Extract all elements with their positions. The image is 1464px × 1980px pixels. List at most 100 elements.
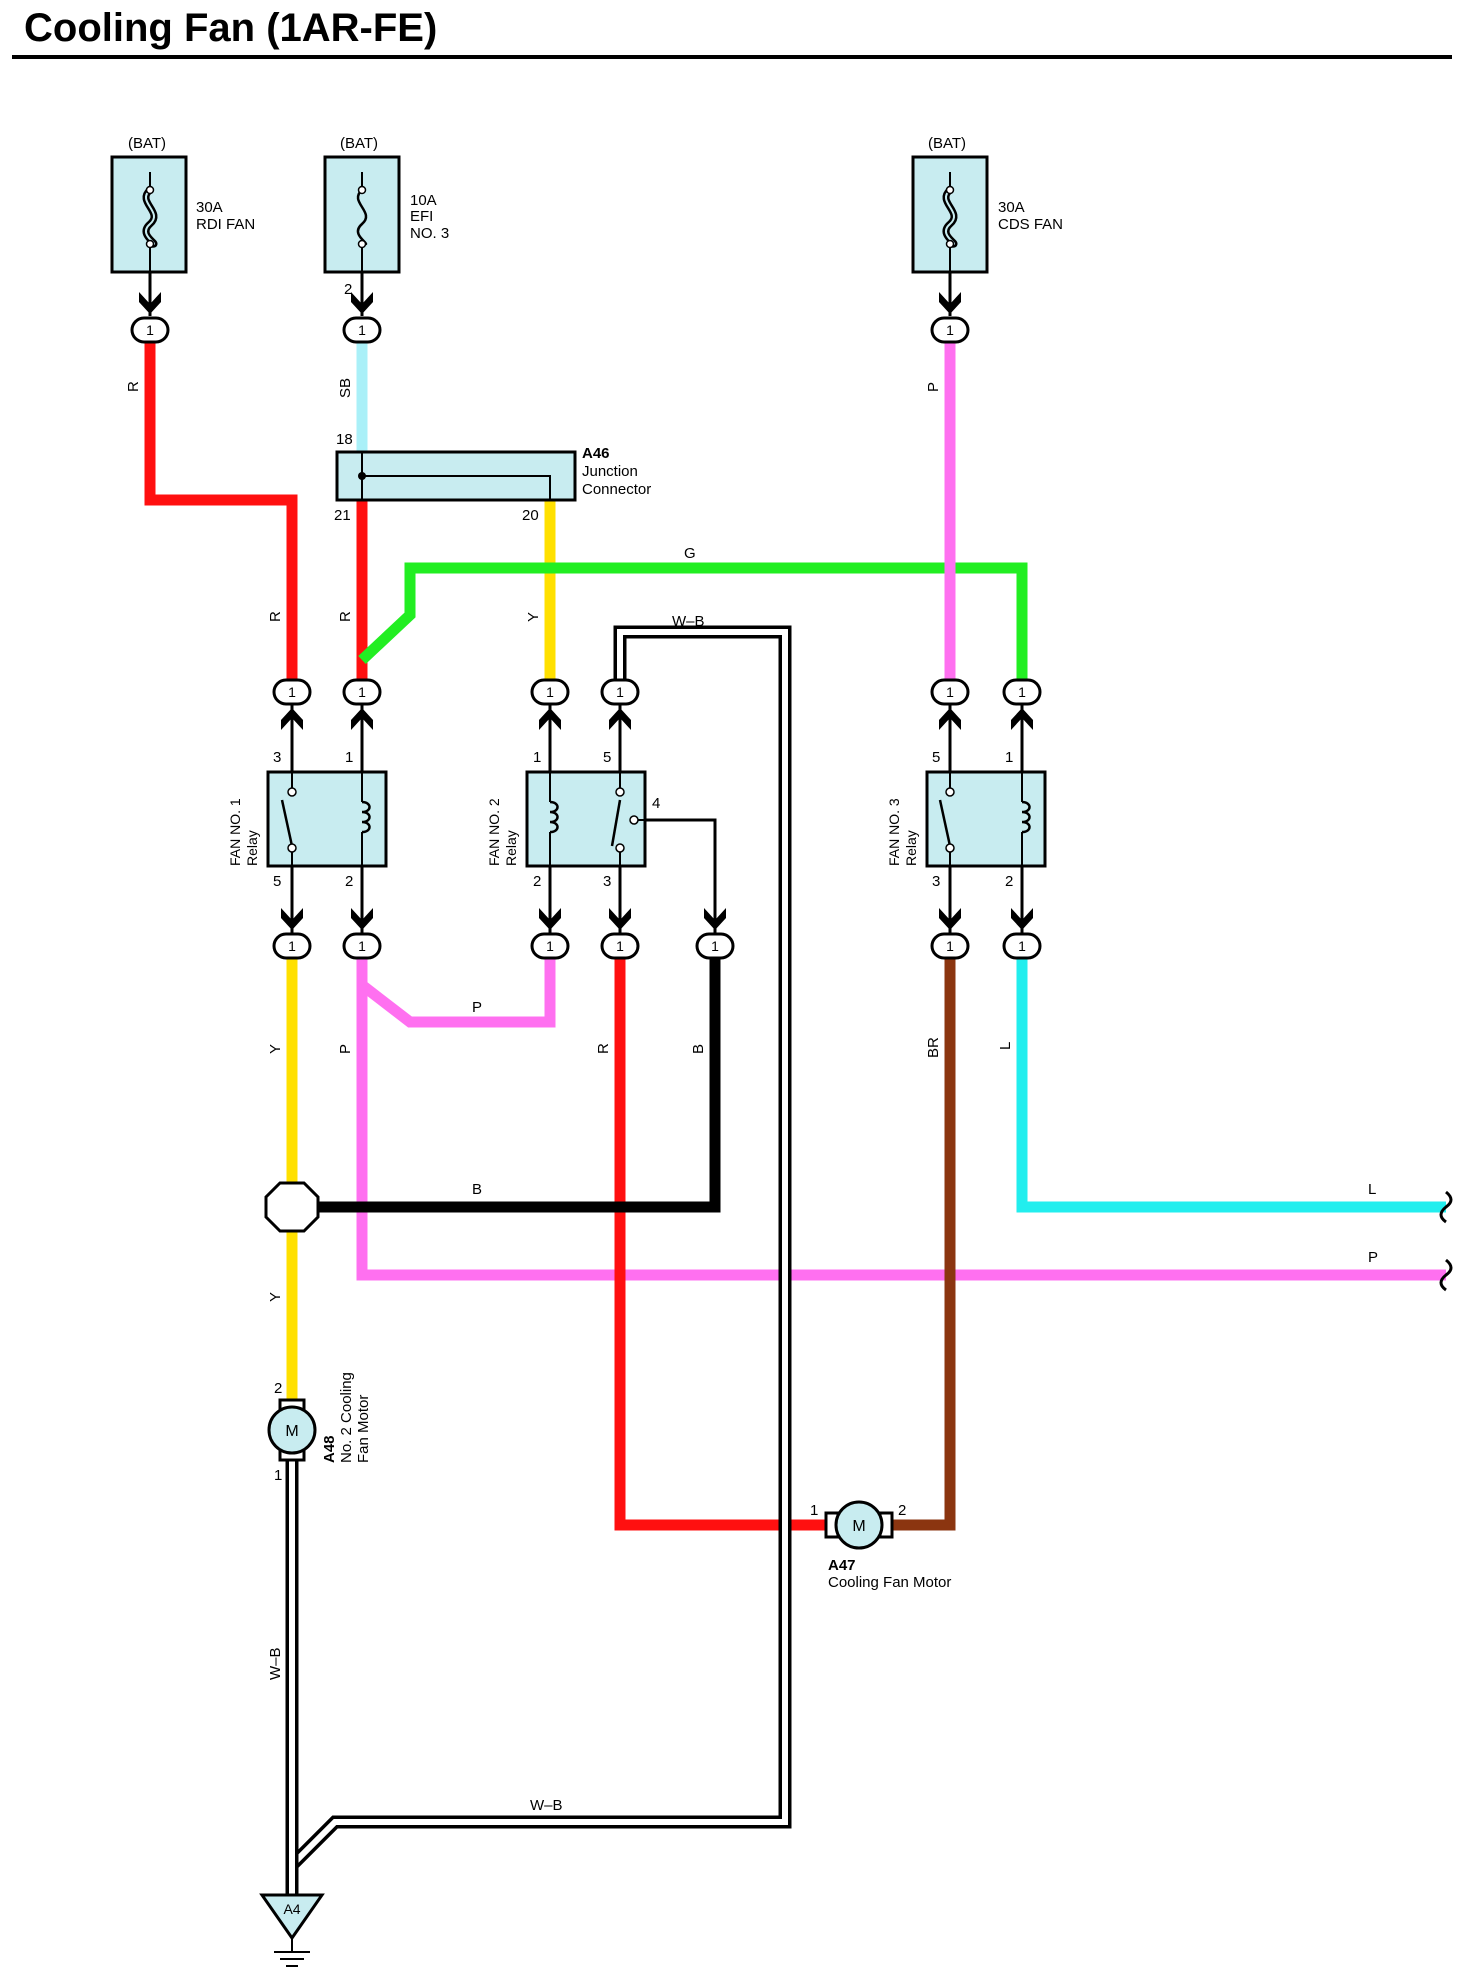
wire-label: B (472, 1181, 482, 1198)
fuse-rdi-fan: (BAT) 30A RDI FAN 1 (110, 135, 255, 344)
motor-name-1: No. 2 Cooling (338, 1372, 355, 1463)
relay-name-2: Relay (503, 830, 519, 866)
connector-pin-label: 1 (358, 322, 366, 338)
wire-label: Y (267, 1044, 284, 1054)
junction-pin-right: 20 (522, 507, 539, 524)
connector-pin-label: 1 (946, 938, 954, 954)
relay-fan-no2: 1 5 4 2 3 FAN NO. 2 Relay (486, 749, 660, 890)
relay-pin-label: 2 (345, 873, 353, 890)
wire-label: P (472, 999, 482, 1016)
relay-pin-label: 5 (932, 749, 940, 766)
fuse-name: EFI (410, 208, 433, 225)
wire-label: R (337, 611, 354, 622)
wire-br-relay3 (892, 958, 956, 1531)
junction-pin-left: 21 (334, 507, 351, 524)
ground-code: A4 (283, 1901, 300, 1917)
relay-pin-label: 1 (1005, 749, 1013, 766)
connector-pin-label: 1 (616, 684, 624, 700)
splice-point (264, 1181, 320, 1233)
motor-code: A47 (828, 1557, 856, 1574)
relay-pin-label: 3 (603, 873, 611, 890)
wire-label: W–B (530, 1797, 563, 1814)
wire-label: Y (267, 1292, 284, 1302)
fuse-name: CDS FAN (998, 216, 1063, 233)
fuse-cds-fan: (BAT) 30A CDS FAN 1 (911, 135, 1063, 344)
wire-g (358, 562, 1028, 680)
wire-label: G (684, 545, 696, 562)
wire-label: R (595, 1043, 612, 1054)
connector-pin-label: 1 (146, 322, 154, 338)
wire-label: BR (925, 1037, 942, 1058)
motor-pin-label: 1 (274, 1467, 282, 1484)
wire-p-relay1 (356, 958, 1446, 1281)
motor-pin-label: 2 (898, 1502, 906, 1519)
relay-pin-label: 1 (533, 749, 541, 766)
wire-label: W–B (672, 613, 705, 630)
connector-pin-label: 1 (1018, 684, 1026, 700)
connector-pin-label: 1 (288, 684, 296, 700)
ground-a4: A4 (259, 1893, 325, 1967)
wire-label: R (267, 611, 284, 622)
connector-pin-label: 1 (711, 938, 719, 954)
motor-a48: M 2 1 A48 No. 2 Cooling Fan Motor (267, 1372, 372, 1484)
connector-pin-label: 1 (946, 684, 954, 700)
relay-pin-label: 4 (652, 795, 660, 812)
wire-label: L (1368, 1181, 1376, 1198)
fuse-source-label: (BAT) (928, 135, 966, 152)
relay-fan-no3: 5 1 3 2 FAN NO. 3 Relay (886, 749, 1047, 890)
relay-bottom-connectors: 1 1 1 1 1 1 1 (272, 818, 1042, 960)
relay-top-connectors: 1 1 1 1 1 1 (272, 678, 1042, 772)
junction-pin-in: 18 (336, 431, 353, 448)
connector-pin-label: 1 (616, 938, 624, 954)
junction-connector-a46: 18 21 20 A46 Junction Connector (334, 431, 651, 524)
wire-r-relay2 (614, 958, 828, 1531)
relay-name-2: Relay (244, 830, 260, 866)
wire-label: P (925, 382, 942, 392)
relay-name-1: FAN NO. 3 (886, 798, 902, 866)
wire-label: Y (525, 612, 542, 622)
wire-label: B (690, 1044, 707, 1054)
connector-pin-label: 1 (946, 322, 954, 338)
motor-pin-label: 1 (810, 1502, 818, 1519)
connector-pin-label: 1 (358, 938, 366, 954)
motor-code: A48 (321, 1435, 338, 1463)
wire-r-rdi (144, 338, 298, 680)
connector-pin-label: 1 (1018, 938, 1026, 954)
fuse-rating: 30A (998, 199, 1025, 216)
relay-fan-no1: 3 1 5 2 FAN NO. 1 Relay (227, 749, 388, 890)
connector-pin-label: 1 (288, 938, 296, 954)
relay-pin-label: 3 (932, 873, 940, 890)
relay-name-2: Relay (903, 830, 919, 866)
junction-code: A46 (582, 445, 610, 462)
wire-l-relay3 (1016, 958, 1446, 1213)
wire-label: SB (337, 378, 354, 398)
fuse-name-2: NO. 3 (410, 225, 449, 242)
motor-symbol: M (852, 1518, 865, 1535)
wire-label: L (997, 1042, 1014, 1050)
connector-pin-label: 1 (546, 938, 554, 954)
relay-name-1: FAN NO. 2 (486, 798, 502, 866)
fuse-rating: 30A (196, 199, 223, 216)
wire-label: R (125, 381, 142, 392)
fuse-pin-label: 2 (344, 281, 352, 298)
title-rule (12, 55, 1452, 59)
wire-wb-top (287, 625, 792, 1870)
relay-pin-label: 1 (345, 749, 353, 766)
junction-name-2: Connector (582, 481, 651, 498)
relay-pin-label: 2 (533, 873, 541, 890)
wire-label: W–B (267, 1647, 284, 1680)
motor-name: Cooling Fan Motor (828, 1574, 951, 1591)
wire-label: P (337, 1044, 354, 1054)
fuse-rating: 10A (410, 192, 437, 209)
relay-pin-label: 2 (1005, 873, 1013, 890)
motor-name-2: Fan Motor (355, 1395, 372, 1463)
fuse-source-label: (BAT) (128, 135, 166, 152)
motor-pin-label: 2 (274, 1380, 282, 1397)
relay-pin-label: 5 (603, 749, 611, 766)
wire-labels: R SB P R R Y W–B G Y P P R B BR L B L P … (125, 378, 1378, 1814)
wire-p-link (358, 958, 556, 1028)
relay-name-1: FAN NO. 1 (227, 798, 243, 866)
wire-label: P (1368, 1249, 1378, 1266)
fuse-name: RDI FAN (196, 216, 255, 233)
